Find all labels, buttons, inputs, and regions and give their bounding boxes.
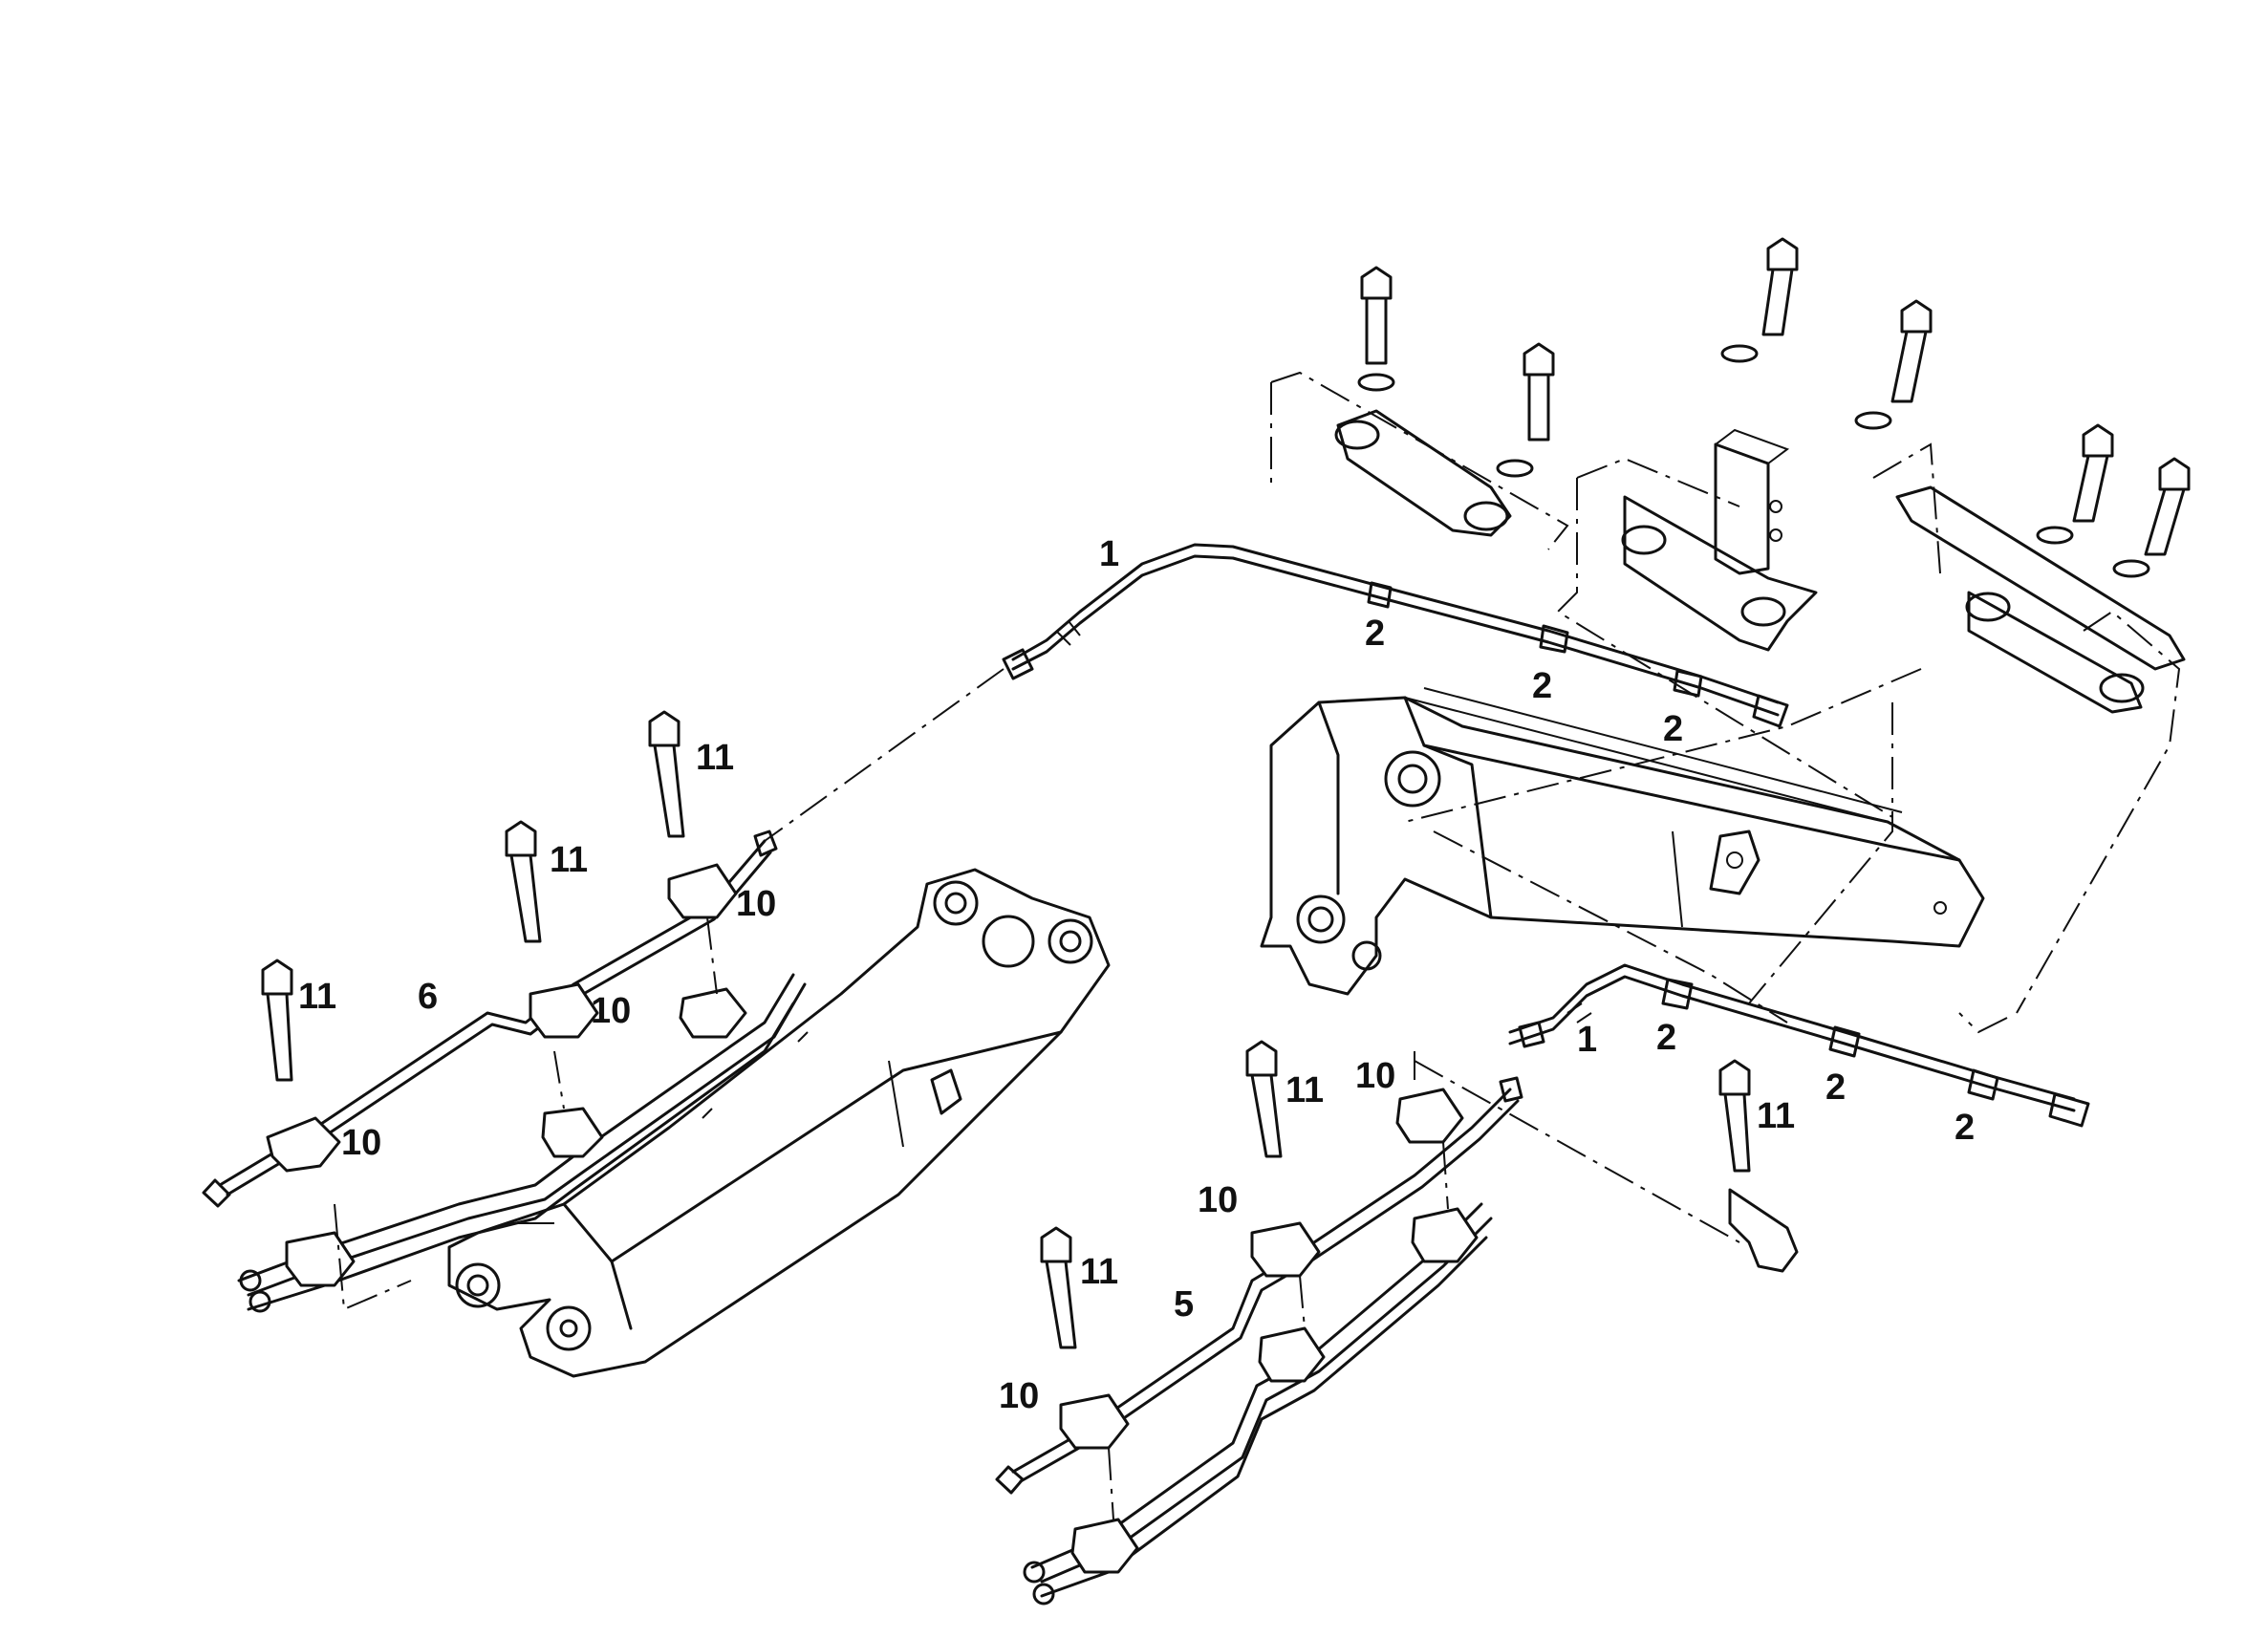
callout-2-f: 2 — [1955, 1108, 1975, 1148]
callout-5: 5 — [1174, 1284, 1194, 1325]
bolt-11-a — [261, 959, 293, 1082]
callout-11-a: 11 — [696, 738, 734, 778]
callout-10-d: 10 — [1355, 1056, 1395, 1096]
hose-1-lower — [1508, 963, 2090, 1128]
bolt-11-f — [1718, 1059, 1751, 1173]
lower-bolts — [261, 710, 1799, 1349]
callout-1-lower: 1 — [1577, 1020, 1597, 1060]
bolt-upper-6 — [2112, 457, 2191, 578]
callout-10-a: 10 — [736, 884, 776, 924]
boom-assembly — [1260, 687, 1985, 996]
mounting-plates — [1334, 409, 2186, 714]
callout-10-f: 10 — [999, 1376, 1039, 1416]
pipe-6 — [202, 830, 807, 1313]
bolt-upper-1 — [1357, 266, 1395, 392]
arm-assembly — [447, 868, 1111, 1378]
callout-11-c: 11 — [298, 977, 336, 1017]
callout-2-c: 2 — [1663, 709, 1683, 749]
callout-11-b: 11 — [550, 840, 588, 880]
callout-6: 6 — [418, 977, 438, 1017]
bolt-11-b — [505, 820, 542, 943]
callout-10-e: 10 — [1198, 1180, 1238, 1220]
bolt-11-e — [1245, 1040, 1283, 1158]
bolt-11-c — [648, 710, 685, 838]
callout-11-f: 11 — [1757, 1096, 1795, 1136]
bolt-upper-4 — [1854, 299, 1933, 430]
callout-2-b: 2 — [1532, 666, 1552, 706]
small-bracket — [1728, 1188, 1799, 1273]
callout-2-d: 2 — [1656, 1018, 1676, 1058]
callout-1-upper: 1 — [1099, 534, 1119, 574]
callout-2-a: 2 — [1365, 614, 1385, 654]
callout-11-d: 11 — [1285, 1070, 1324, 1110]
callout-10-c: 10 — [341, 1123, 381, 1163]
upper-bolts — [1357, 237, 2191, 578]
bolt-11-d — [1040, 1226, 1077, 1349]
callout-labels: 1 1 2 2 2 2 2 2 5 6 10 10 10 10 10 10 11… — [298, 534, 1975, 1416]
assembly-dashed-lines — [334, 371, 2181, 1520]
bolt-upper-5 — [2036, 423, 2114, 545]
callout-2-e: 2 — [1825, 1067, 1846, 1108]
callout-10-b: 10 — [591, 991, 631, 1031]
bolt-upper-3 — [1720, 237, 1799, 363]
callout-11-e: 11 — [1080, 1252, 1118, 1292]
bolt-upper-2 — [1496, 342, 1555, 478]
